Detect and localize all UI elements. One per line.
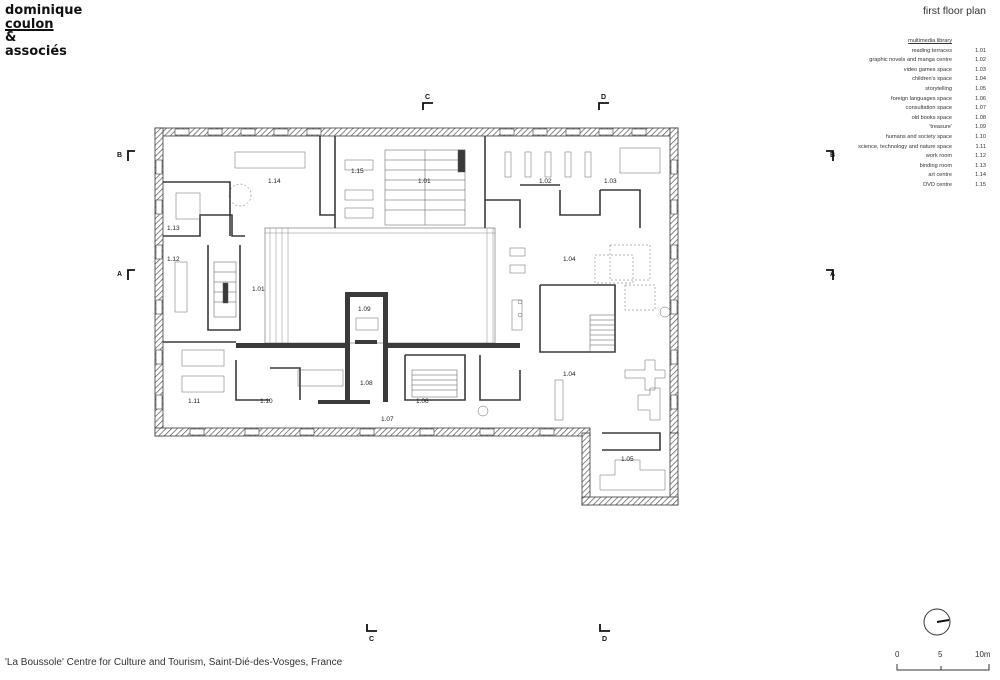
legend-room-name: children's space [912,76,952,83]
scale-label: 0 [895,650,900,659]
legend-room-name: foreign languages space [891,95,952,102]
section-marker-labels: B B A A C C D D [117,94,835,643]
section-marker-label: C [369,636,374,643]
room-label: 1.08 [360,380,373,387]
room-label: 1.02 [539,178,552,185]
legend-room-name: binding room [919,162,952,169]
room-label: 1.11 [188,398,201,405]
legend-room-code: 1.08 [975,114,986,121]
legend-room-code: 1.11 [975,143,986,150]
section-marker-label: B [117,152,122,159]
room-label: 1.10 [260,398,273,405]
legend-room-name: storytelling [925,85,952,92]
room-label: 1.06 [416,398,429,405]
brand-line: coulon [5,16,54,32]
room-label: 1.13 [167,225,180,232]
room-label: 1.03 [604,178,617,185]
north-arrow-icon [923,608,951,636]
room-label: 1.09 [358,306,371,313]
legend-room-name: old books space [911,114,952,121]
legend-room-code: 1.02 [975,57,986,64]
outer-walls [154,127,679,506]
scale-label: 10m [975,650,991,659]
legend-room-code: 1.01 [975,47,986,54]
legend-room-code: 1.13 [975,162,986,169]
scale-bar-graphic [896,664,990,671]
legend-row: 'treasure' 1.09 [806,123,986,133]
room-label: 1.14 [268,178,281,185]
legend-rows: reading terraces 1.01 graphic novels and m… [806,47,986,191]
legend-room-code: 1.09 [975,124,986,131]
legend-room-name: work room [925,153,952,160]
room-label: 1.05 [621,456,634,463]
stairs [213,149,616,398]
room-label: 1.15 [351,168,364,175]
room-label: 1.07 [381,416,394,423]
legend-room-code: 1.10 [975,133,986,140]
legend-room-code: 1.14 [975,172,986,179]
room-label: 1.12 [167,256,180,263]
section-marker-label: C [425,94,430,101]
legend-row: consultation space 1.07 [806,104,986,114]
legend-row: work room 1.12 [806,152,986,162]
legend-room-name: reading terraces [911,47,952,54]
legend-row: graphic novels and manga centre 1.02 [806,56,986,66]
legend-row: reading terraces 1.01 [806,47,986,57]
section-marker-label: B [830,152,835,159]
legend-row: DVD centre 1.15 [806,181,986,191]
legend-row: video games space 1.03 [806,66,986,76]
brand-logo: dominique coulon & associés [5,4,82,58]
legend-room-code: 1.06 [975,95,986,102]
caption: 'La Boussole' Centre for Culture and Tou… [5,657,343,668]
furniture [174,147,671,491]
legend-room-code: 1.03 [975,66,986,73]
section-marker-label: A [117,271,122,278]
legend-room-code: 1.05 [975,85,986,92]
room-label: 1.01 [252,286,265,293]
legend-row: children's space 1.04 [806,75,986,85]
legend-room-name: video games space [903,66,952,73]
room-labels: 1.14 1.15 1.01 1.02 1.03 1.13 1.12 1.01 … [167,168,634,463]
interior-partitions [163,136,661,451]
legend-row: science, technology and nature space 1.11 [806,143,986,153]
room-legend: multimedia library reading terraces 1.01 g… [806,37,986,191]
room-label: 1.04 [563,371,576,378]
room-label: 1.04 [563,256,576,263]
legend-row: foreign languages space 1.06 [806,95,986,105]
legend-row: old books space 1.08 [806,114,986,124]
section-marker-label: A [830,271,835,278]
scale-bar: 0 5 10m [893,650,993,680]
brand-line: dominique [5,3,83,18]
legend-room-code: 1.07 [975,105,986,112]
legend-room-name: consultation space [905,105,952,112]
legend-room-name: humans and society space [885,133,952,140]
legend-room-name: 'treasure' [929,124,952,131]
legend-room-code: 1.15 [975,181,986,188]
legend-room-code: 1.04 [975,76,986,83]
section-cut-lines [127,102,834,632]
section-marker-label: D [602,636,607,643]
atrium-void [236,227,520,404]
legend-row: humans and society space 1.10 [806,133,986,143]
legend-room-name: science, technology and nature space [858,143,952,150]
brand-line: & [5,30,17,45]
section-marker-label: D [601,94,606,101]
legend-row: art centre 1.14 [806,171,986,181]
page-title: first floor plan [922,5,986,17]
legend-room-name: DVD centre [923,181,952,188]
legend-heading: multimedia library [908,38,952,44]
room-label: 1.01 [418,178,431,185]
legend-room-code: 1.12 [975,153,986,160]
legend-row: storytelling 1.05 [806,85,986,95]
scale-label: 5 [938,650,943,659]
legend-room-name: art centre [928,172,952,179]
legend-row: binding room 1.13 [806,162,986,172]
brand-line: associés [5,43,67,59]
legend-room-name: graphic novels and manga centre [869,57,952,64]
